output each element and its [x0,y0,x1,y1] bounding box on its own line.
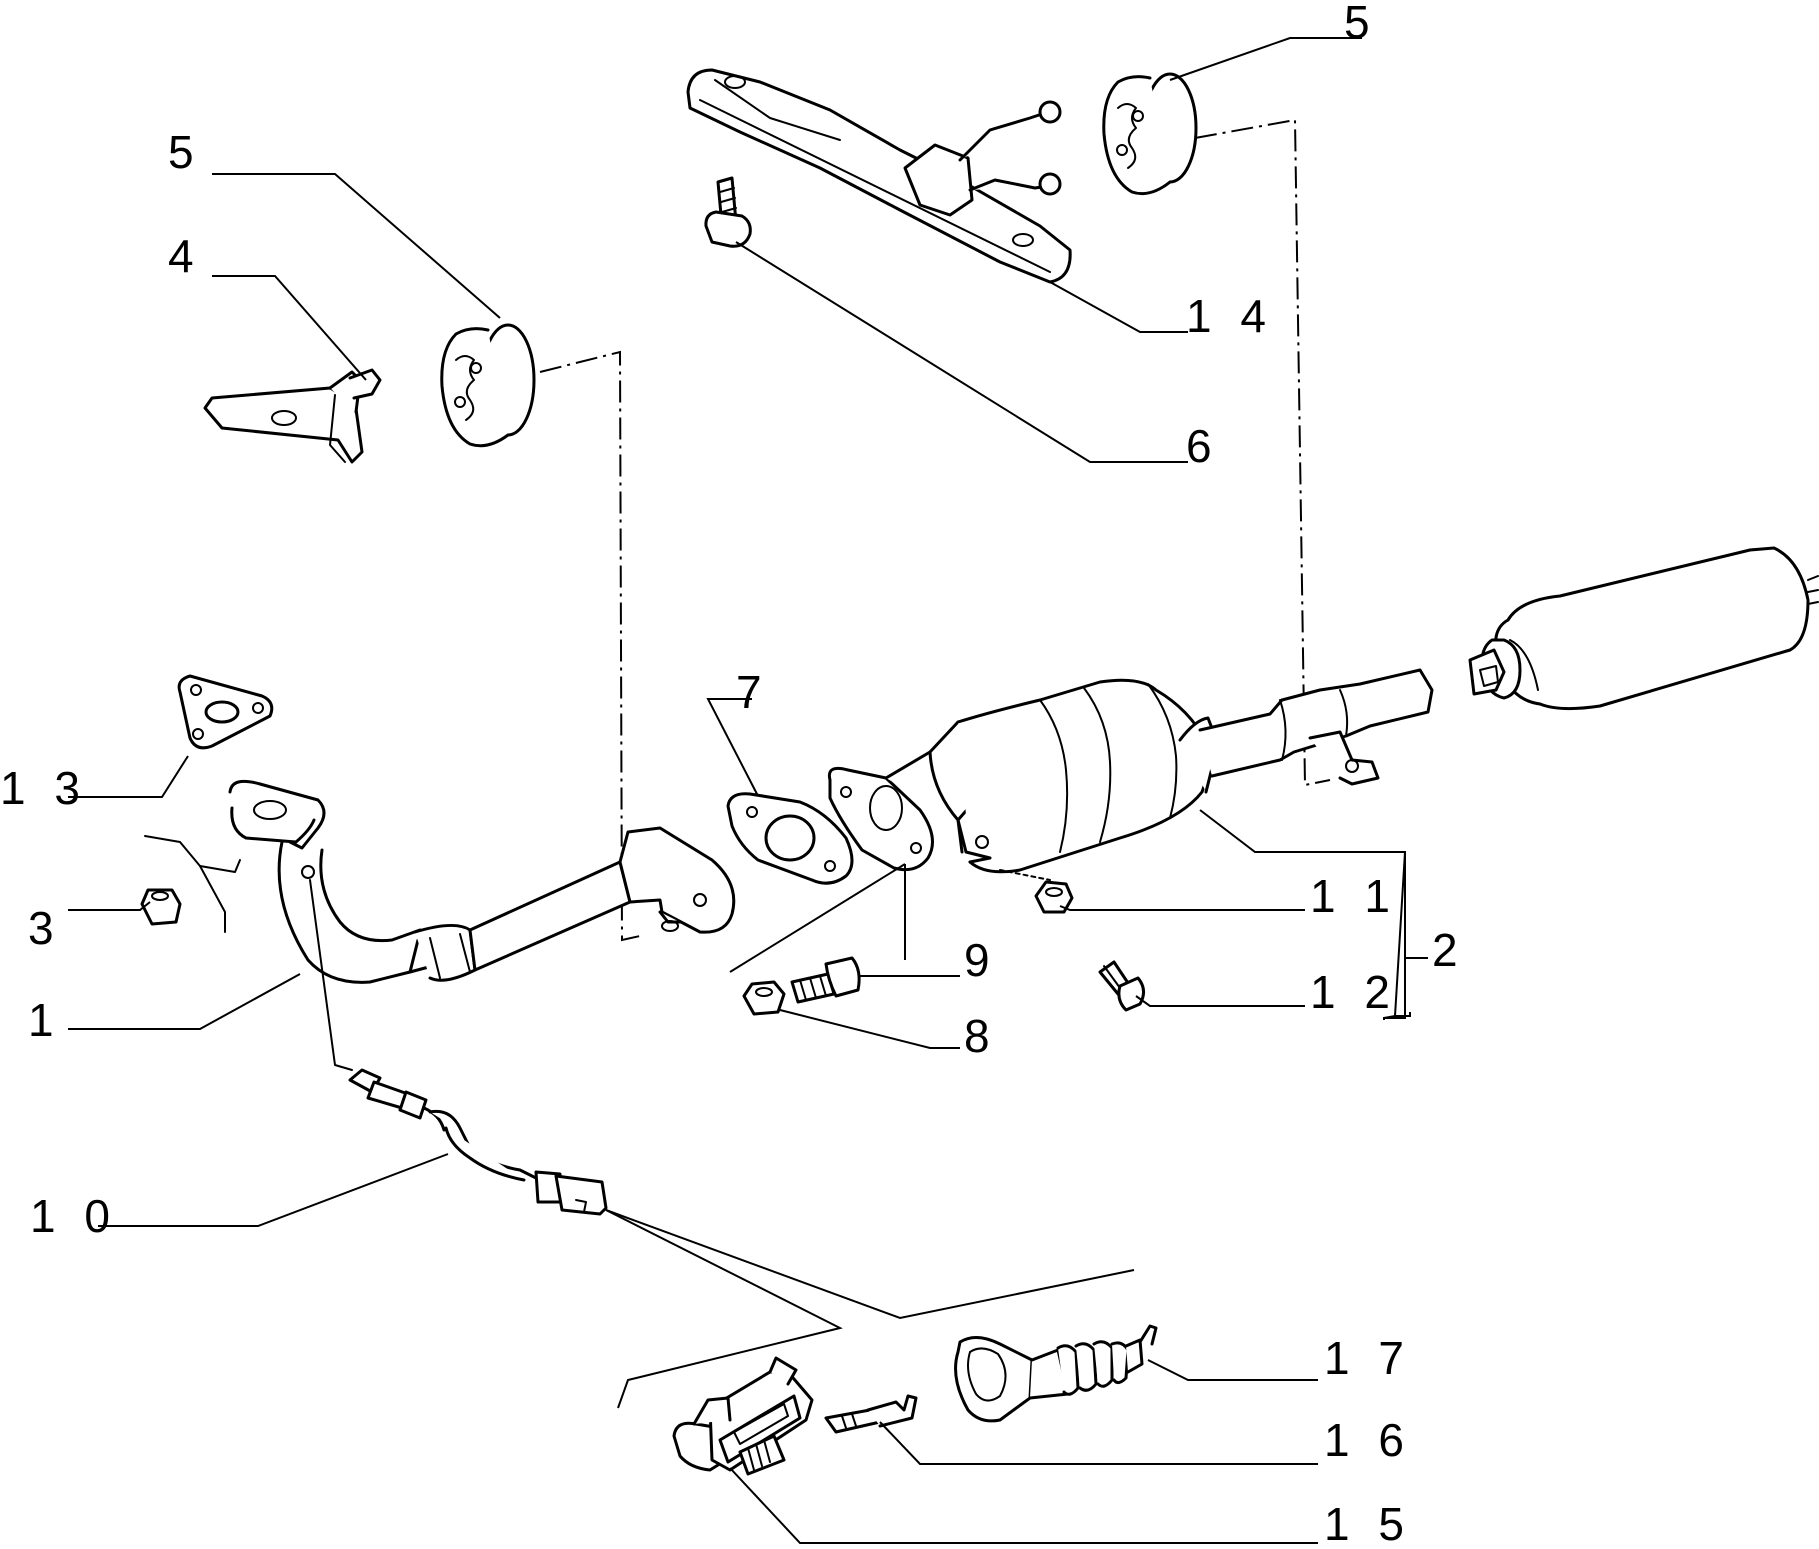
callout-4: 4 [168,230,202,282]
connector-housing-part-15 [672,1356,814,1476]
callout-8: 8 [964,1010,998,1062]
callout-10: 1 0 [30,1190,118,1242]
rubber-hanger-ring-left [440,323,536,448]
callout-7: 7 [736,666,770,718]
callout-9: 9 [964,934,998,986]
callout-14: 1 4 [1186,290,1274,342]
callout-1: 1 [28,994,62,1046]
terminal-pin-part-16 [824,1394,918,1434]
callout-3: 3 [28,902,62,954]
stud-part-9 [790,956,861,1004]
leader-lines [68,37,1428,1544]
nut-part-8 [742,980,786,1016]
gasket-part-7 [726,792,854,885]
nut-part-3 [140,888,182,926]
callout-5-top: 5 [1344,0,1378,48]
callout-15: 1 5 [1324,1498,1412,1549]
callout-17: 1 7 [1324,1332,1412,1384]
callout-labels: 5 4 5 1 4 6 7 1 3 3 1 1 1 2 9 1 2 8 1 0 … [0,0,1466,1549]
callout-5-left: 5 [168,126,202,178]
bolt-part-12 [1098,960,1145,1012]
lambda-sensor [309,879,608,1216]
catalytic-converter [827,668,1434,874]
callout-2: 2 [1432,924,1466,976]
mounting-bracket [203,368,382,464]
callout-16: 1 6 [1324,1414,1412,1466]
crossmember-bracket [686,68,1072,284]
flange-gasket-part-13 [177,674,274,750]
rear-silencer [1468,546,1819,711]
rubber-boot-part-17 [954,1324,1158,1423]
nut-part-11 [999,869,1074,914]
assembly-lines [539,118,1331,942]
bolt-part-6 [704,176,752,248]
callout-6: 6 [1186,420,1220,472]
callout-13: 1 3 [0,762,88,814]
callout-11: 1 1 [1310,870,1398,922]
rubber-hanger-ring-top [1102,72,1198,196]
callout-12: 1 2 [1310,966,1398,1018]
front-exhaust-pipe [144,779,736,984]
